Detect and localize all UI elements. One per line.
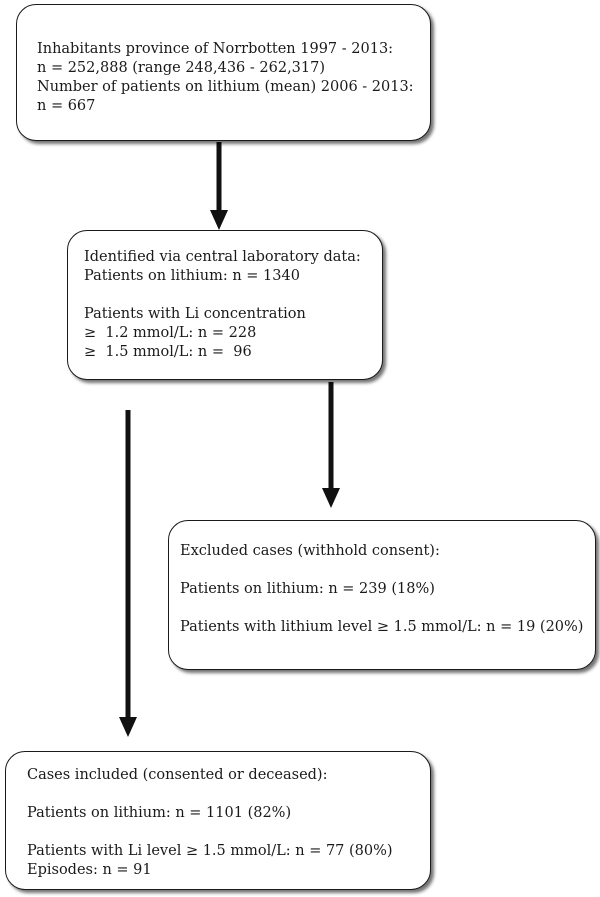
identified-line-4: Patients with Li concentration (84, 306, 306, 322)
excluded-gap-1 (180, 561, 595, 580)
identified-gap (84, 286, 382, 305)
excluded-line-1: Excluded cases (withhold consent): (180, 543, 440, 559)
excluded-line-5: Patients with lithium level ≥ 1.5 mmol/L… (180, 619, 584, 635)
identified-line-1: Identified via central laboratory data: (84, 249, 361, 265)
identified-line-2: Patients on lithium: n = 1340 (84, 268, 300, 284)
excluded-line-3: Patients on lithium: n = 239 (18%) (180, 581, 435, 597)
arrow-population-to-identified (210, 142, 228, 230)
population-line-4: n = 667 (37, 98, 96, 114)
population-line-1: Inhabitants province of Norrbotten 1997 … (37, 41, 394, 57)
included-line-5: Patients with Li level ≥ 1.5 mmol/L: n =… (27, 843, 393, 859)
included-box: Cases included (consented or deceased): … (5, 751, 431, 890)
identified-line-6: ≥ 1.5 mmol/L: n = 96 (84, 344, 252, 360)
included-line-6: Episodes: n = 91 (27, 862, 152, 878)
population-line-2: n = 252,888 (range 248,436 - 262,317) (37, 60, 326, 76)
identified-line-5: ≥ 1.2 mmol/L: n = 228 (84, 325, 257, 341)
included-gap-2 (27, 823, 430, 842)
arrow-identified-to-excluded (322, 382, 340, 508)
population-line-3: Number of patients on lithium (mean) 200… (37, 79, 414, 95)
excluded-box: Excluded cases (withhold consent): Patie… (168, 520, 596, 670)
included-gap-1 (27, 785, 430, 804)
included-line-1: Cases included (consented or deceased): (27, 767, 328, 783)
excluded-gap-2 (180, 599, 595, 618)
included-line-3: Patients on lithium: n = 1101 (82%) (27, 805, 292, 821)
arrow-to-included (119, 410, 137, 737)
population-box: Inhabitants province of Norrbotten 1997 … (16, 4, 431, 141)
identified-box: Identified via central laboratory data: … (67, 230, 383, 380)
